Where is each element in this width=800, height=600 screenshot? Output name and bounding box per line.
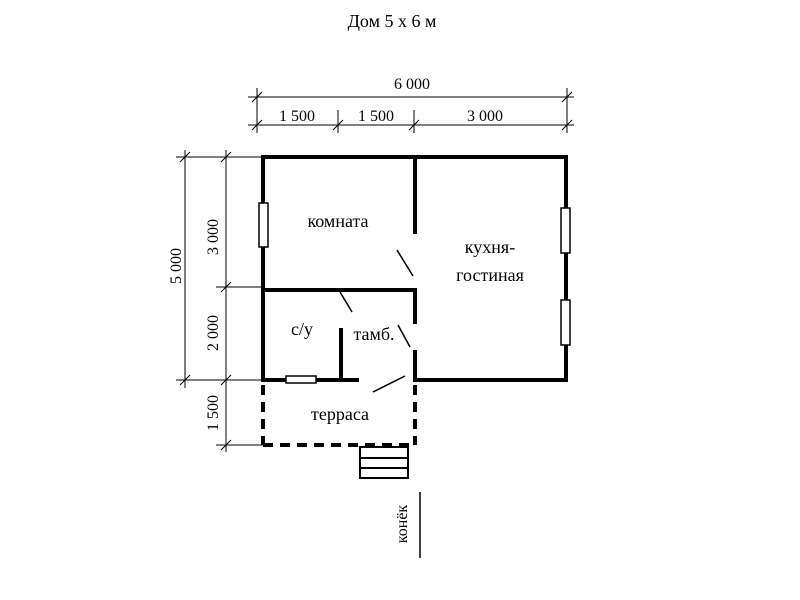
left-dimensions bbox=[176, 150, 264, 452]
door-su bbox=[339, 291, 353, 313]
door-entrance bbox=[372, 375, 406, 393]
plan-title: Дом 5 х 6 м bbox=[348, 11, 437, 31]
dim-seg-3: 3 000 bbox=[467, 108, 503, 125]
doors bbox=[339, 249, 414, 393]
window-su bbox=[285, 375, 317, 384]
ridge-label: конёк bbox=[394, 505, 411, 544]
dim-total-width: 6 000 bbox=[394, 76, 430, 93]
steps bbox=[359, 446, 409, 479]
window-kitchen-1 bbox=[560, 207, 571, 254]
door-komnata bbox=[396, 249, 414, 277]
windows bbox=[258, 202, 571, 384]
label-tambur: тамб. bbox=[353, 324, 394, 344]
dim-depth-3: 1 500 bbox=[205, 395, 222, 431]
label-kuhnya-2: гостиная bbox=[456, 265, 524, 285]
dim-total-depth: 5 000 bbox=[168, 248, 185, 284]
dim-depth-2: 2 000 bbox=[205, 315, 222, 351]
door-tambur bbox=[397, 324, 411, 348]
terrace-outline bbox=[261, 385, 417, 447]
window-komnata bbox=[258, 202, 269, 248]
window-kitchen-2 bbox=[560, 299, 571, 346]
top-dimensions bbox=[248, 88, 574, 133]
label-su: с/у bbox=[291, 319, 313, 339]
walls bbox=[261, 155, 568, 382]
dim-seg-2: 1 500 bbox=[358, 108, 394, 125]
label-terrasa: терраса bbox=[311, 404, 369, 424]
label-komnata: комната bbox=[307, 211, 368, 231]
dim-seg-1: 1 500 bbox=[279, 108, 315, 125]
dim-depth-1: 3 000 bbox=[205, 219, 222, 255]
label-kuhnya-1: кухня- bbox=[465, 237, 515, 257]
